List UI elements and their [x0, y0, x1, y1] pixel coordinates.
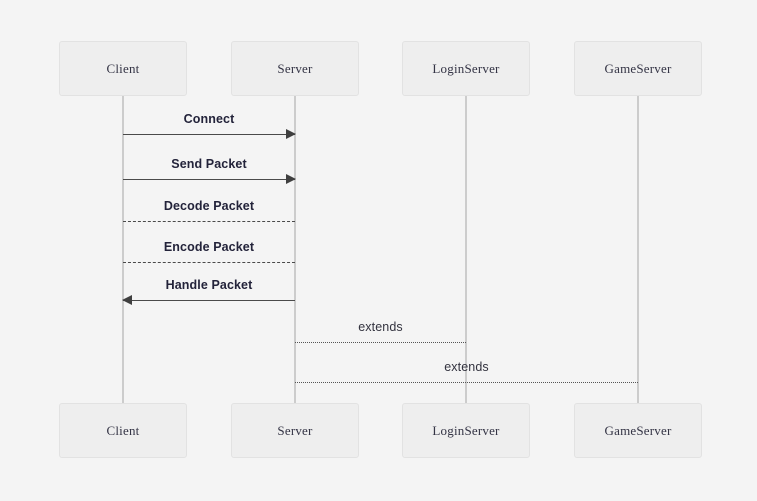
participant-box-bottom-client[interactable]: Client [59, 403, 187, 458]
lifeline-gameserver [637, 96, 639, 403]
message-line-encode-packet [123, 262, 295, 263]
participant-label-client-bottom: Client [106, 422, 140, 438]
participant-box-top-loginserver[interactable]: LoginServer [402, 41, 530, 96]
participant-label-loginserver-bottom: LoginServer [432, 422, 500, 438]
participant-box-top-gameserver[interactable]: GameServer [574, 41, 702, 96]
lifeline-client [122, 96, 124, 403]
participant-label-client-top: Client [106, 60, 140, 76]
message-label-connect: Connect [183, 112, 235, 126]
arrowhead-right-icon-connect [286, 129, 296, 139]
participant-label-loginserver-top: LoginServer [432, 60, 500, 76]
message-label-send-packet: Send Packet [171, 157, 247, 171]
participant-box-top-server[interactable]: Server [231, 41, 359, 96]
participant-label-gameserver-bottom: GameServer [604, 422, 672, 438]
arrowhead-left-icon-handle-packet [122, 295, 132, 305]
participant-box-top-client[interactable]: Client [59, 41, 187, 96]
participant-box-bottom-server[interactable]: Server [231, 403, 359, 458]
lifeline-loginserver [465, 96, 467, 403]
message-label-encode-packet: Encode Packet [163, 240, 255, 254]
message-line-connect [123, 134, 295, 135]
message-line-send-packet [123, 179, 295, 180]
message-label-extends-gameserver: extends [444, 360, 489, 374]
message-line-handle-packet [123, 300, 295, 301]
message-label-extends-loginserver: extends [358, 320, 403, 334]
participant-box-bottom-loginserver[interactable]: LoginServer [402, 403, 530, 458]
message-line-extends-loginserver [295, 342, 466, 343]
participant-box-bottom-gameserver[interactable]: GameServer [574, 403, 702, 458]
participant-label-server-top: Server [277, 60, 313, 76]
message-line-decode-packet [123, 221, 295, 222]
message-label-decode-packet: Decode Packet [163, 199, 255, 213]
message-label-handle-packet: Handle Packet [165, 278, 253, 292]
arrowhead-right-icon-send-packet [286, 174, 296, 184]
lifeline-server [294, 96, 296, 403]
message-line-extends-gameserver [295, 382, 638, 383]
participant-label-gameserver-top: GameServer [604, 60, 672, 76]
participant-label-server-bottom: Server [277, 422, 313, 438]
